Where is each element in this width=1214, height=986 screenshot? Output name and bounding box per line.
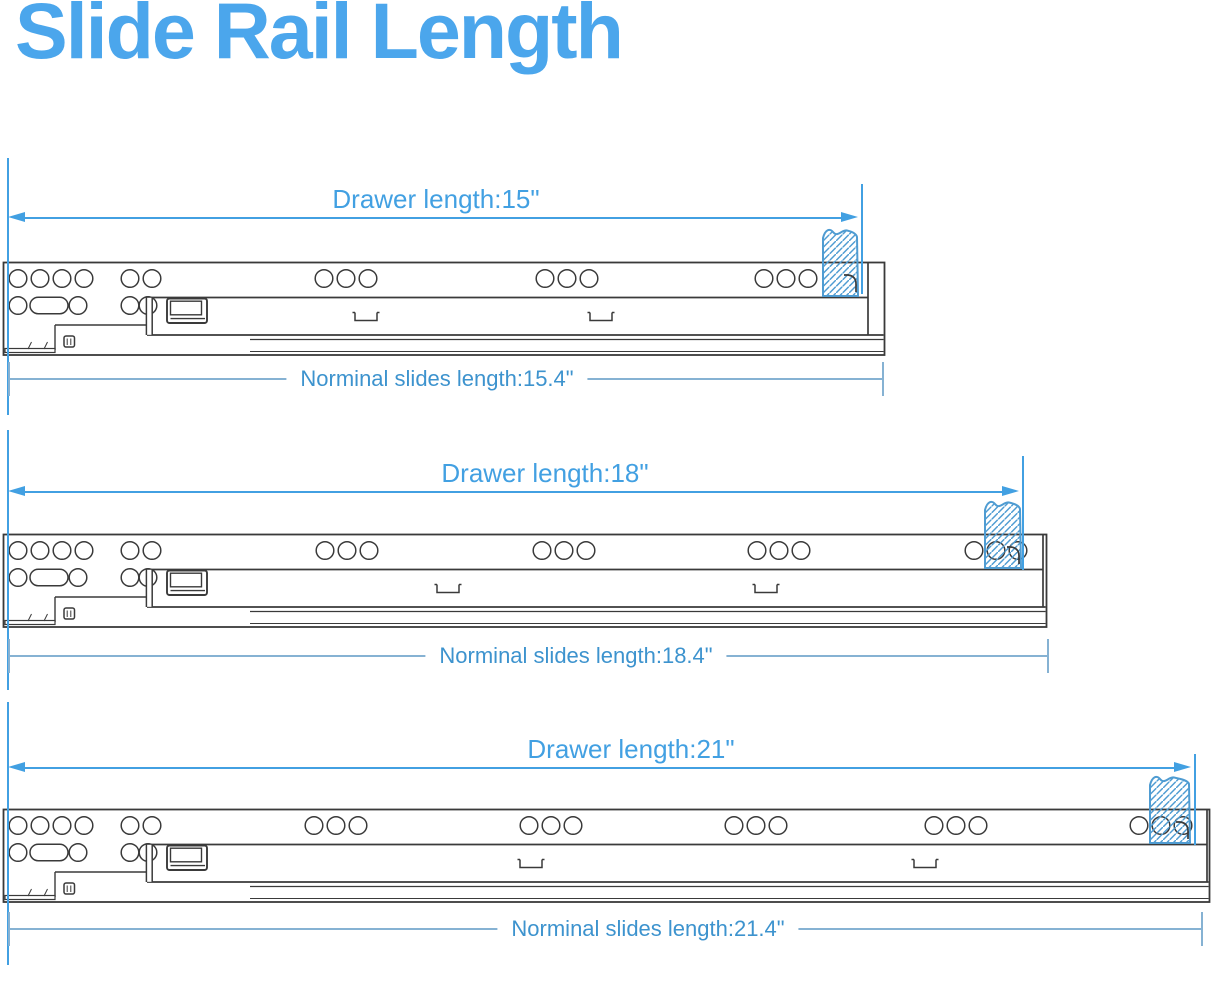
nominal-length-label: Norminal slides length:21.4"	[497, 916, 799, 942]
extension-line-right	[1022, 456, 1024, 570]
dimension-end-tick	[8, 639, 11, 673]
drawer-length-dimension-arrow	[8, 486, 1019, 498]
arrowhead-left-icon	[8, 762, 25, 773]
arrowhead-right-icon	[1174, 762, 1191, 773]
extension-line-left	[7, 430, 9, 690]
drawer-length-label: Drawer length:18"	[441, 458, 649, 488]
drawer-length-dimension-arrow	[8, 212, 858, 224]
hatched-stopper	[1149, 775, 1192, 844]
nominal-length-dimension: Norminal slides length:21.4"	[8, 912, 1203, 946]
slide-rail-drawing-21in	[2, 775, 1211, 903]
arrowhead-right-icon	[841, 212, 858, 223]
drawer-length-label: Drawer length:21"	[527, 734, 735, 764]
dimension-end-tick	[8, 912, 11, 946]
extension-line-right	[1194, 754, 1196, 845]
dimension-end-tick	[1046, 639, 1049, 673]
dimension-end-tick	[8, 362, 11, 396]
nominal-length-label: Norminal slides length:18.4"	[425, 643, 727, 669]
arrowhead-left-icon	[8, 212, 25, 223]
page-title: Slide Rail Length	[15, 0, 624, 75]
extension-line-left	[7, 702, 9, 965]
nominal-length-dimension: Norminal slides length:18.4"	[8, 639, 1049, 673]
hatched-stopper	[984, 500, 1023, 569]
extension-line-left	[7, 158, 9, 415]
hatched-stopper	[822, 228, 860, 297]
nominal-length-label: Norminal slides length:15.4"	[286, 366, 588, 392]
dimension-line	[21, 766, 1178, 770]
dimension-end-tick	[1200, 912, 1203, 946]
dimension-line	[21, 490, 1006, 494]
dimension-line	[21, 216, 845, 220]
drawer-length-dimension-arrow	[8, 762, 1191, 774]
nominal-length-dimension: Norminal slides length:15.4"	[8, 362, 884, 396]
drawer-length-label: Drawer length:15"	[332, 184, 540, 214]
extension-line-right	[861, 184, 863, 294]
slide-rail-drawing-18in	[2, 500, 1048, 628]
arrowhead-right-icon	[1002, 486, 1019, 497]
slide-rail-drawing-15in	[2, 228, 886, 356]
dimension-end-tick	[881, 362, 884, 396]
arrowhead-left-icon	[8, 486, 25, 497]
